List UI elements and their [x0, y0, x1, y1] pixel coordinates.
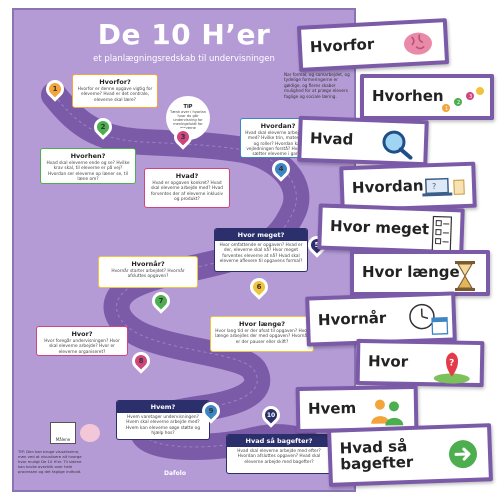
people-icon — [371, 399, 404, 426]
step-desc: Hvad skal eleverne ende og se? Hvilke kr… — [46, 161, 130, 183]
card-hvad-saa-bagefter: Hvad så bagefter — [327, 423, 493, 487]
step-title: Hvor længe? — [238, 320, 286, 328]
card-hvor: Hvor ? — [355, 338, 485, 388]
hourglass-icon — [455, 261, 475, 291]
poster-title: De 10 H’er — [97, 18, 271, 51]
card-hvornaar: Hvornår — [305, 291, 457, 347]
mascot-sign: Målene — [50, 422, 76, 444]
step-desc: Hvor foregår undervisningen? Hvor skal e… — [44, 339, 120, 355]
step-desc: Hvad skal eleverne arbejde på med? Hvilk… — [245, 131, 311, 158]
card-label: Hvor meget — [329, 217, 430, 239]
card-hvor-laenge: Hvor længe — [350, 250, 490, 296]
arrow-right-icon — [449, 440, 478, 469]
tip-text: Tænk over i hvorlan hvor du går undervis… — [169, 110, 207, 130]
step-title: Hvor? — [71, 330, 93, 338]
svg-text:1: 1 — [445, 106, 448, 112]
svg-text:?: ? — [449, 359, 454, 369]
tip-title: TIP — [183, 104, 193, 110]
laptop-icon: ? — [422, 177, 465, 197]
svg-text:3: 3 — [469, 94, 472, 100]
svg-text:?: ? — [432, 182, 437, 191]
card-label: Hvorhen — [372, 87, 444, 106]
step-box-5: Hvor meget? Hvor omfattende er opgaven? … — [214, 228, 308, 272]
card-hvorhen: Hvorhen 1 2 3 — [360, 74, 494, 120]
poster-subtitle: et planlægningsredskab til undervisninge… — [93, 54, 275, 64]
steps-icon: 1 2 3 — [442, 87, 484, 112]
step-title: Hvad? — [175, 172, 199, 180]
card-label: Hvad — [309, 129, 354, 149]
step-desc: Hvem varetager undervisningen? Hvem skal… — [125, 415, 201, 437]
step-box-6: Hvornår? Hvornår starter arbejdet? Hvorn… — [98, 256, 198, 288]
step-box-2: Hvorhen? Hvad skal eleverne ende og se? … — [40, 148, 136, 184]
card-label: Hvornår — [317, 308, 387, 330]
step-box-10: Hvad så bagefter? Hvad skal eleverne arb… — [226, 434, 332, 474]
card-label: Hvor længe — [362, 263, 460, 282]
task-list-icon — [431, 215, 453, 252]
step-desc: Hvornår starter arbejdet? Hvornår afslut… — [111, 269, 185, 280]
step-desc: Hvorfor er denne opgave vigtig for eleve… — [77, 87, 153, 103]
step-box-7: Hvor? Hvor foregår undervisningen? Hvor … — [36, 326, 128, 356]
step-title: Hvem? — [117, 401, 209, 413]
clock-calendar-icon — [409, 303, 449, 335]
step-title: Hvorfor? — [99, 78, 131, 86]
svg-text:2: 2 — [457, 100, 460, 106]
note-top-right: Nar formal, og samarbejdet, og tydelige … — [284, 72, 350, 99]
card-hvordan: Hvordan ? — [339, 161, 477, 213]
step-box-3: Hvad? Hvad er opgaven konkret? Hvad skal… — [144, 168, 230, 208]
step-title: Hvor meget? — [215, 229, 307, 241]
step-box-1: Hvorfor? Hvorfor er denne opgave vigtig … — [72, 74, 158, 108]
step-title: Hvorhen? — [70, 152, 106, 160]
magnifier-icon — [382, 130, 413, 160]
step-box-9: Hvem? Hvem varetager undervisningen? Hve… — [116, 400, 210, 440]
step-title: Hvornår? — [131, 260, 165, 268]
step-title: Hvad så bagefter? — [227, 435, 331, 447]
mascot-creature — [80, 424, 100, 442]
card-label: Hvordan — [351, 176, 424, 198]
card-hvad: Hvad — [297, 115, 429, 167]
step-desc: Hvor omfattende er opgaven? Hvad er der,… — [219, 243, 303, 265]
card-label: Hvor — [367, 352, 409, 371]
step-title: Hvordan? — [260, 122, 296, 130]
card-label: Hvorfor — [309, 35, 375, 57]
step-box-8: Hvor længe? Hvor lang tid er der afsat t… — [210, 316, 314, 352]
card-label: Hvem — [307, 399, 357, 418]
note-bottom-left: TIP: Den kan bruge visualiserne, men ved… — [18, 449, 82, 474]
card-hvem: Hvem — [295, 384, 419, 434]
poster: De 10 H’er et planlægningsredskab til un… — [12, 8, 356, 492]
brain-icon — [403, 32, 432, 55]
step-desc: Hvor lang tid er der afsat til opgaven? … — [215, 329, 309, 345]
card-label: Hvad så bagefter — [339, 437, 414, 474]
step-desc: Hvad skal eleverne arbejde med efter? Hv… — [237, 449, 321, 465]
card-hvorfor: Hvorfor — [296, 18, 450, 72]
map-pin-icon: ? — [433, 352, 470, 384]
card-hvor-meget: Hvor meget — [317, 203, 465, 255]
step-desc: Hvad er opgaven konkret? Hvad skal eleve… — [150, 181, 224, 203]
brand-logo: Dafolo — [164, 470, 186, 477]
